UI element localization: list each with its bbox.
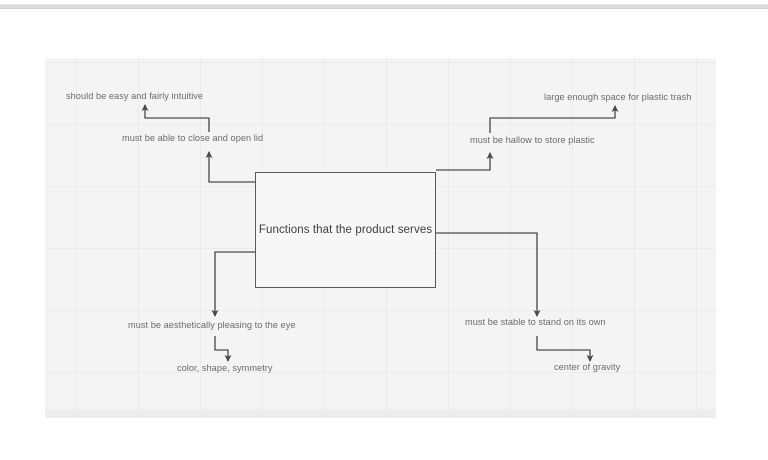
edge-center-to-aesthetically-pleasing: [211, 251, 255, 317]
node-label-aesthetically-pleasing[interactable]: must be aesthetically pleasing to the ey…: [128, 320, 296, 330]
node-label-color-shape-symmetry[interactable]: color, shape, symmetry: [177, 363, 273, 373]
edge-stable-to-center-of-gravity: [536, 336, 594, 362]
edge-center-to-hallow-store-plastic: [436, 152, 494, 171]
window-top-bar: [0, 4, 768, 9]
edge-hallow-to-large-space: [489, 105, 619, 133]
node-center[interactable]: Functions that the product serves: [255, 172, 436, 288]
edge-lid-to-easy-intuitive: [141, 104, 210, 132]
node-label-stable-stand-on-its-own[interactable]: must be stable to stand on its own: [465, 317, 606, 327]
diagram-canvas[interactable]: Functions that the product serves should…: [45, 58, 716, 418]
node-label-center-of-gravity[interactable]: center of gravity: [554, 362, 621, 372]
edge-aesthetic-to-color-shape-symmetry: [214, 336, 232, 362]
node-label-large-space-plastic-trash[interactable]: large enough space for plastic trash: [544, 92, 692, 102]
node-label-easy-intuitive[interactable]: should be easy and fairly intuitive: [66, 91, 204, 101]
edge-center-to-close-open-lid: [205, 151, 255, 183]
node-label-close-open-lid[interactable]: must be able to close and open lid: [122, 133, 264, 143]
edge-center-to-stable-stand: [436, 232, 541, 317]
node-center-label: Functions that the product serves: [258, 224, 433, 236]
node-label-hallow-store-plastic[interactable]: must be hallow to store plastic: [470, 135, 595, 145]
